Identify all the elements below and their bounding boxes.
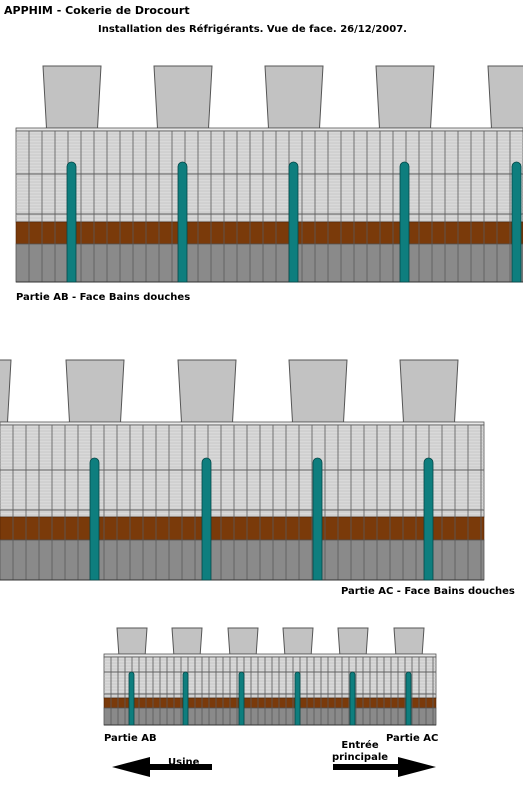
label-partie-ab-face: Partie AB - Face Bains douches [16,292,191,303]
building-ab-pipe [511,161,522,283]
label-partie-ac-face: Partie AC - Face Bains douches [341,586,515,597]
building-overview-upper-wall [103,656,437,699]
building-overview-pipe [128,671,135,726]
label-entree-line1: Entrée [341,740,379,751]
building-ab-fan-housing [375,65,435,129]
site-title: APPHIM - Cokerie de Drocourt [4,4,190,17]
building-overview-roof-rail [103,653,437,658]
building-ab-pipe [399,161,410,283]
building-ac-fan-housing [0,359,12,423]
building-overview-fan-housing [337,627,369,655]
label-entree-principale: Entrée principale [330,740,390,764]
building-ac-fan-housing [177,359,237,423]
building-overview-fan-housing [282,627,314,655]
building-ac-pipe [423,457,434,581]
label-entree-line2: principale [331,752,389,763]
building-ab-fan-housing [264,65,324,129]
building-overview-fan-housing [116,627,148,655]
building-ac-fan-housing [65,359,125,423]
building-ac-pipe [201,457,212,581]
building-overview-pipe [405,671,412,726]
arrow-usine-left [112,757,212,777]
building-ac-brown-band [0,516,485,541]
building-ab-lower-wall [15,243,523,283]
building-ac-roof-rail [0,421,485,426]
building-overview-fan-housing [393,627,425,655]
building-overview-pipe [294,671,301,726]
building-ac-lower-wall [0,539,485,581]
building-ab-fan-housing [42,65,102,129]
building-overview-pipe [238,671,245,726]
building-ab-upper-wall [15,130,523,223]
building-ab-fan-housing [153,65,213,129]
label-partie-ac: Partie AC [386,733,439,744]
arrow-entree-right [333,757,436,777]
label-usine: Usine [168,757,200,768]
building-ab-roof-rail [15,127,523,132]
building-overview-lower-wall [103,707,437,726]
building-ac-pipe [89,457,100,581]
building-ab-fan-housing [487,65,523,129]
building-ab-pipe [288,161,299,283]
building-ac-fan-housing [288,359,348,423]
building-overview-pipe [349,671,356,726]
building-ab-pipe [66,161,77,283]
building-overview-fan-housing [227,627,259,655]
building-overview-fan-housing [171,627,203,655]
building-ab-brown-band [15,221,523,245]
building-ac-pipe [312,457,323,581]
building-overview-pipe [182,671,189,726]
label-partie-ab: Partie AB [104,733,157,744]
building-overview-brown-band [103,697,437,709]
building-ac-fan-housing [399,359,459,423]
building-ab-pipe [177,161,188,283]
page-subtitle: Installation des Réfrigérants. Vue de fa… [98,24,407,35]
